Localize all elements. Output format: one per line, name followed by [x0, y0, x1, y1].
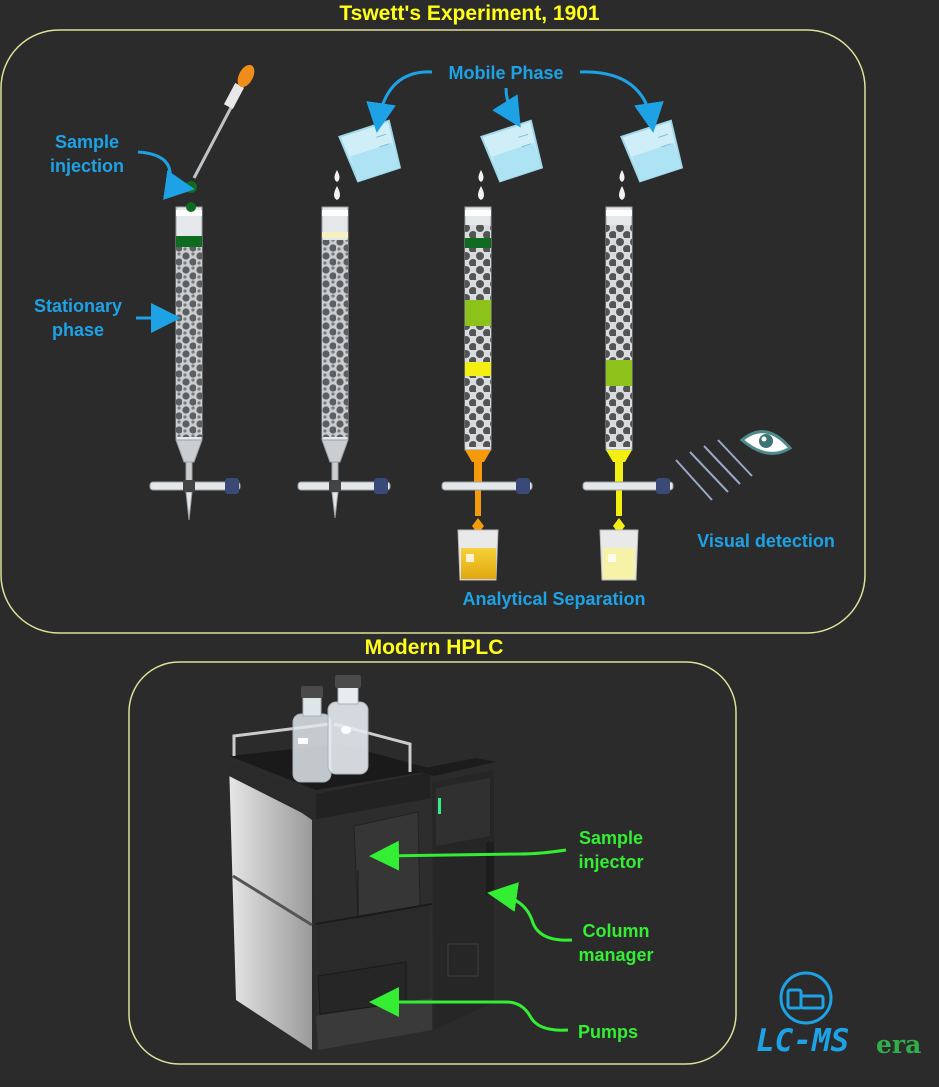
solvent-bottle-icon [327, 675, 369, 775]
sample-injection-label: Sample injection [40, 130, 134, 178]
column-manager-label-line1: Column [582, 921, 650, 941]
arrow-sample-injector [369, 840, 567, 871]
sample-injection-label-line2: injection [49, 156, 124, 176]
column-manager-label: Column manager [568, 919, 664, 967]
solvent-drops [334, 170, 625, 200]
solvent-bottle-icon [292, 686, 332, 783]
pouring-beaker-1 [338, 119, 402, 183]
arrow-mobile-phase-3 [579, 70, 664, 133]
stationary-phase-label-line1: Stationary [33, 296, 123, 316]
pumps-label: Pumps [577, 1022, 638, 1042]
logo-name: LC-MS [756, 1023, 850, 1059]
sample-injector-label: Sample injector [566, 826, 656, 874]
column-2 [297, 206, 391, 519]
mobile-phase-label: Mobile Phase [448, 63, 564, 83]
sample-injector-label-line1: Sample [578, 828, 644, 848]
arrow-mobile-phase-2 [492, 87, 521, 128]
stationary-phase-label: Stationary phase [22, 294, 134, 342]
sample-injector-label-line2: injector [578, 852, 644, 872]
column-manager-label-line2: manager [578, 945, 654, 965]
arrow-sample-injection [137, 150, 195, 200]
sample-injection-label-line1: Sample [54, 132, 120, 152]
pipette-icon [185, 64, 255, 193]
lcms-instrument-icon [779, 971, 833, 1025]
hplc-title: Modern HPLC [364, 636, 504, 659]
hplc-panel [128, 661, 737, 1065]
tswett-panel [0, 29, 866, 634]
column-4 [582, 206, 674, 534]
column-1 [149, 202, 241, 521]
arrow-column-manager [487, 882, 573, 942]
arrow-pumps [369, 987, 569, 1032]
visual-detection-label: Visual detection [697, 531, 835, 551]
pouring-beaker-3 [620, 119, 684, 183]
hplc-instrument [229, 722, 496, 1050]
arrow-mobile-phase-1 [366, 70, 433, 133]
collection-beaker-orange [457, 529, 499, 581]
tswett-title: Tswett's Experiment, 1901 [339, 2, 600, 25]
analytical-separation-label: Analytical Separation [462, 589, 646, 609]
stationary-phase-label-line2: phase [51, 320, 105, 340]
eye-icon [739, 430, 793, 455]
pouring-beaker-2 [480, 119, 544, 183]
logo-suffix: era [876, 1030, 922, 1059]
collection-beaker-yellow [599, 529, 639, 581]
column-3 [441, 206, 533, 534]
detection-rays [675, 439, 753, 501]
